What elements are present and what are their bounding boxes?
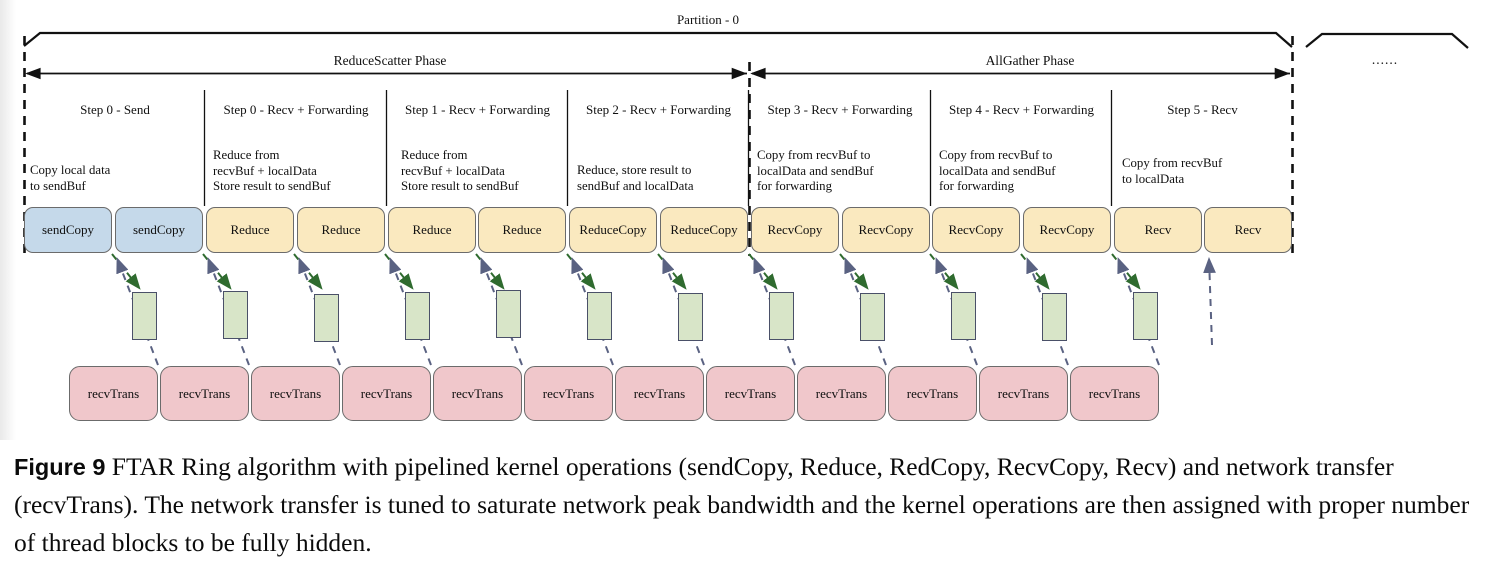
- transfer-box[interactable]: recvTrans: [888, 366, 977, 421]
- kernel-box[interactable]: Reduce: [388, 207, 476, 253]
- transfer-box[interactable]: recvTrans: [251, 366, 340, 421]
- kernel-box[interactable]: Reduce: [206, 207, 294, 253]
- step-desc-2: Reduce from recvBuf + localData Store re…: [401, 148, 519, 193]
- buffer-block: [587, 292, 612, 340]
- step-title-4: Step 3 - Recv + Forwarding: [767, 102, 913, 117]
- kernel-box[interactable]: sendCopy: [24, 207, 112, 253]
- step-desc-3: Reduce, store result to sendBuf and loca…: [577, 163, 694, 193]
- step-desc-5: Copy from recvBuf to localData and sendB…: [939, 148, 1056, 193]
- transfer-box[interactable]: recvTrans: [69, 366, 158, 421]
- kernel-box[interactable]: Reduce: [478, 207, 566, 253]
- buffer-block: [314, 294, 339, 342]
- step-desc-0: Copy local data to sendBuf: [30, 163, 111, 193]
- transfer-box[interactable]: recvTrans: [160, 366, 249, 421]
- kernel-box[interactable]: RecvCopy: [1023, 207, 1111, 253]
- partition-bracket: [23, 31, 1293, 48]
- step-title-2: Step 1 - Recv + Forwarding: [405, 102, 550, 117]
- transfer-box[interactable]: recvTrans: [524, 366, 613, 421]
- kernel-box[interactable]: Recv: [1114, 207, 1202, 253]
- buffer-block: [860, 293, 885, 341]
- transfer-box[interactable]: recvTrans: [706, 366, 795, 421]
- step-title-6: Step 5 - Recv: [1167, 102, 1238, 117]
- buffer-block: [769, 292, 794, 340]
- kernel-box[interactable]: RecvCopy: [842, 207, 930, 253]
- partition-label: Partition - 0: [676, 12, 740, 27]
- figure-caption: Figure 9 FTAR Ring algorithm with pipeli…: [14, 448, 1488, 562]
- transfer-box[interactable]: recvTrans: [342, 366, 431, 421]
- step-title-3: Step 2 - Recv + Forwarding: [586, 102, 731, 117]
- kernel-to-buffer-arrows: [111, 253, 1141, 290]
- caption-body: FTAR Ring algorithm with pipelined kerne…: [14, 452, 1470, 557]
- figure-number: Figure 9: [14, 454, 106, 480]
- phase-label-allgather: AllGather Phase: [985, 53, 1075, 68]
- step-desc-6: Copy from recvBuf to localData: [1122, 156, 1223, 186]
- transfer-box[interactable]: recvTrans: [1070, 366, 1159, 421]
- next-partition-ellipsis: ......: [1371, 52, 1399, 67]
- buffer-block: [496, 290, 521, 338]
- step-dividers: [203, 90, 1113, 206]
- buffer-block: [132, 292, 157, 340]
- kernel-box[interactable]: RecvCopy: [932, 207, 1020, 253]
- step-desc-1: Reduce from recvBuf + localData Store re…: [213, 148, 331, 193]
- transfer-box[interactable]: recvTrans: [433, 366, 522, 421]
- next-partition-bracket: [1305, 32, 1469, 49]
- step-desc-4: Copy from recvBuf to localData and sendB…: [757, 148, 874, 193]
- kernel-box[interactable]: RecvCopy: [751, 207, 839, 253]
- transfer-box[interactable]: recvTrans: [615, 366, 704, 421]
- buffer-block: [678, 293, 703, 341]
- transfer-box[interactable]: recvTrans: [979, 366, 1068, 421]
- kernel-box[interactable]: Recv: [1204, 207, 1292, 253]
- step-title-0: Step 0 - Send: [80, 102, 150, 117]
- buffer-block: [1042, 293, 1067, 341]
- buffer-block: [1133, 292, 1158, 340]
- transfer-box[interactable]: recvTrans: [797, 366, 886, 421]
- kernel-box[interactable]: ReduceCopy: [660, 207, 748, 253]
- kernel-box[interactable]: Reduce: [297, 207, 385, 253]
- buffer-block: [405, 292, 430, 340]
- step-title-1: Step 0 - Recv + Forwarding: [223, 102, 369, 117]
- step-title-5: Step 4 - Recv + Forwarding: [949, 102, 1094, 117]
- kernel-box[interactable]: sendCopy: [115, 207, 203, 253]
- phase-label-reducescatter: ReduceScatter Phase: [333, 53, 447, 68]
- buffer-block: [951, 292, 976, 340]
- kernel-box[interactable]: ReduceCopy: [569, 207, 657, 253]
- buffer-block: [223, 291, 248, 339]
